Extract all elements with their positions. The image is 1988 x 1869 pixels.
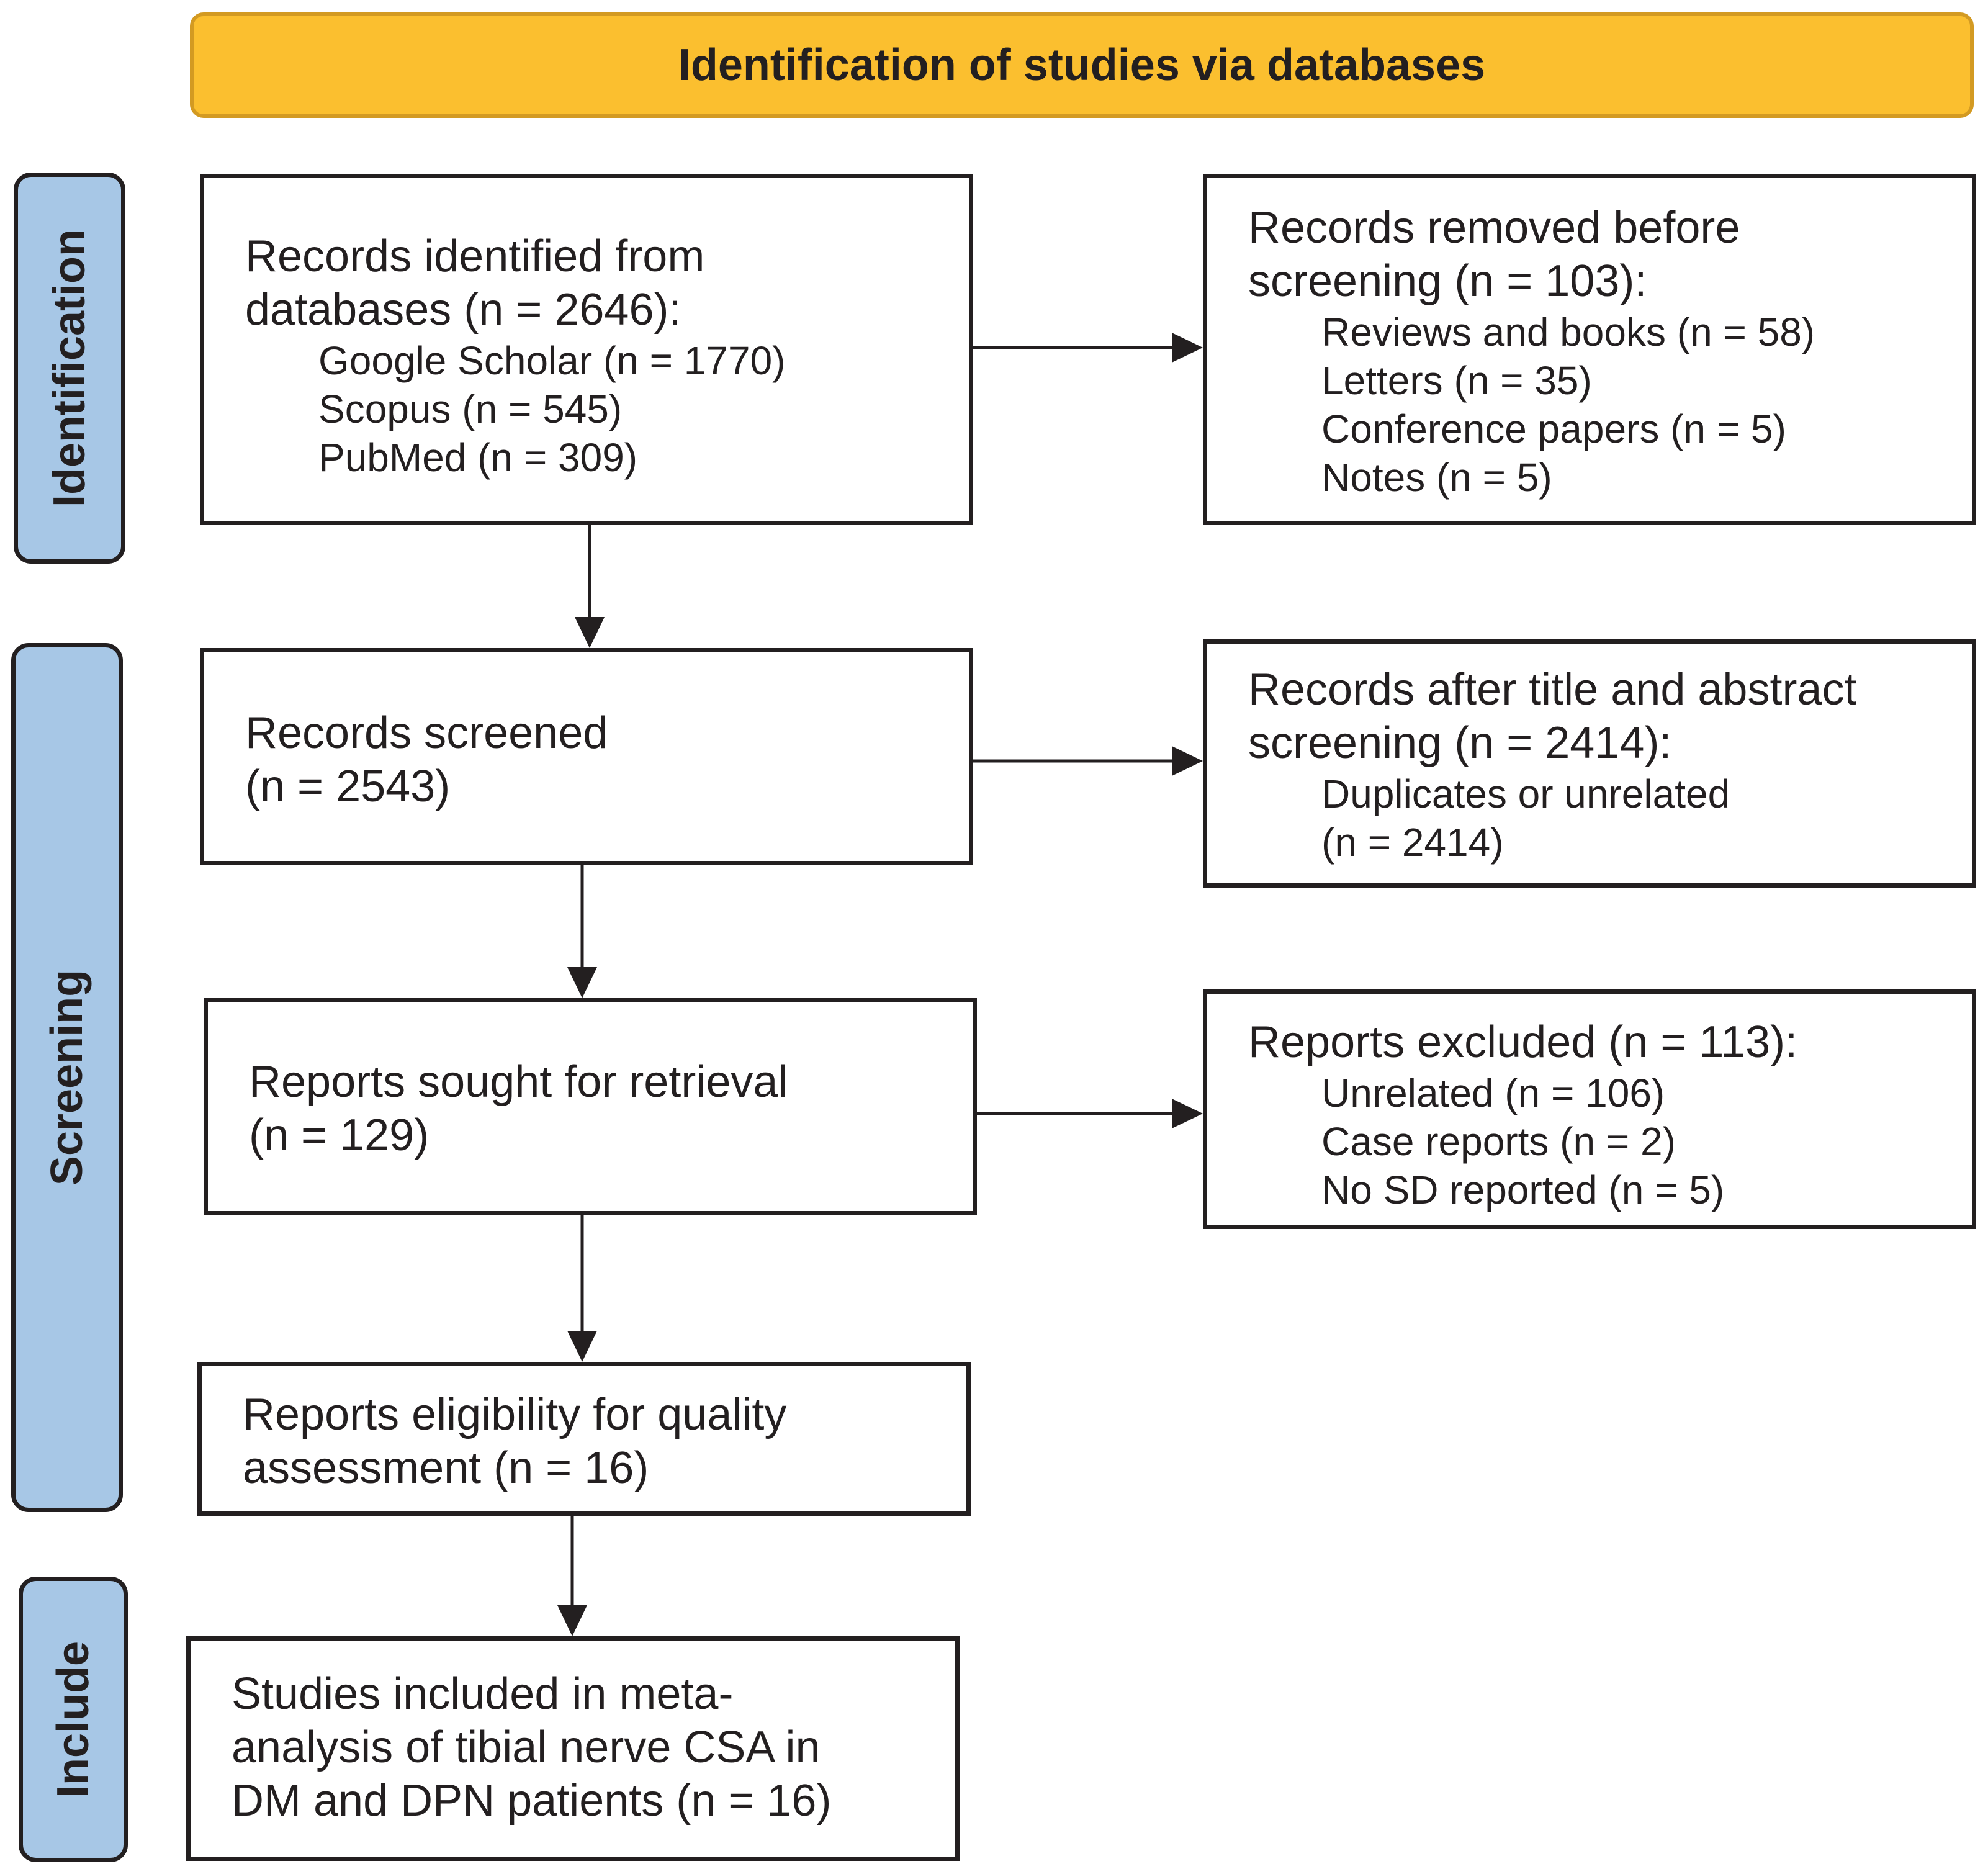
removed-item-conference: Conference papers (n = 5)	[1321, 407, 1786, 451]
eligibility-line-1: Reports eligibility for quality	[243, 1390, 787, 1439]
box-reports-sought: Reports sought for retrieval (n = 129)	[204, 998, 977, 1215]
box-studies-included: Studies included in meta- analysis of ti…	[186, 1636, 960, 1861]
box-reports-eligibility: Reports eligibility for quality assessme…	[197, 1362, 971, 1516]
excluded-line-1: Reports excluded (n = 113):	[1248, 1017, 1798, 1067]
phase-identification: Identification	[14, 173, 125, 564]
arrowhead-screened-to-sought	[567, 967, 597, 998]
after-title-item-duplicates: Duplicates or unrelated	[1321, 772, 1730, 816]
removed-item-notes: Notes (n = 5)	[1321, 455, 1552, 500]
identified-item-scopus: Scopus (n = 545)	[318, 387, 623, 431]
after-title-item-count: (n = 2414)	[1321, 820, 1504, 865]
arrowhead-identified-to-screened	[575, 617, 605, 648]
box-records-identified: Records identified from databases (n = 2…	[200, 174, 973, 525]
arrowhead-sought-to-eligibility	[567, 1331, 597, 1362]
phase-include: Include	[19, 1577, 128, 1862]
removed-item-reviews: Reviews and books (n = 58)	[1321, 310, 1815, 354]
box-records-removed: Records removed before screening (n = 10…	[1203, 174, 1976, 525]
header-banner: Identification of studies via databases	[190, 12, 1974, 118]
box-records-screened: Records screened (n = 2543)	[200, 648, 973, 865]
included-line-2: analysis of tibial nerve CSA in	[232, 1723, 821, 1772]
after-title-line-1: Records after title and abstract	[1248, 665, 1857, 714]
removed-line-1: Records removed before	[1248, 203, 1740, 253]
identified-item-google-scholar: Google Scholar (n = 1770)	[318, 338, 786, 383]
arrowhead-eligibility-to-included	[557, 1605, 587, 1636]
after-title-line-2: screening (n = 2414):	[1248, 718, 1672, 768]
screened-line-2: (n = 2543)	[245, 762, 451, 811]
removed-line-2: screening (n = 103):	[1248, 256, 1647, 306]
box-reports-excluded: Reports excluded (n = 113): Unrelated (n…	[1203, 989, 1976, 1229]
excluded-item-no-sd: No SD reported (n = 5)	[1321, 1168, 1725, 1212]
included-line-3: DM and DPN patients (n = 16)	[232, 1776, 832, 1826]
arrowhead-identified-to-removed	[1172, 333, 1203, 363]
identified-item-pubmed: PubMed (n = 309)	[318, 435, 638, 480]
phase-screening: Screening	[11, 643, 123, 1512]
arrowhead-screened-to-after-title	[1172, 746, 1203, 776]
arrowhead-sought-to-excluded	[1172, 1099, 1203, 1128]
sought-line-1: Reports sought for retrieval	[249, 1057, 788, 1107]
screened-line-1: Records screened	[245, 708, 608, 758]
sought-line-2: (n = 129)	[249, 1110, 430, 1160]
included-line-1: Studies included in meta-	[232, 1669, 734, 1719]
box-records-after-title-abstract: Records after title and abstract screeni…	[1203, 639, 1976, 888]
removed-item-letters: Letters (n = 35)	[1321, 358, 1592, 403]
header-title: Identification of studies via databases	[678, 40, 1486, 90]
excluded-item-unrelated: Unrelated (n = 106)	[1321, 1071, 1665, 1115]
excluded-item-case-reports: Case reports (n = 2)	[1321, 1119, 1676, 1164]
identified-line-2: databases (n = 2646):	[245, 285, 681, 335]
eligibility-line-2: assessment (n = 16)	[243, 1443, 649, 1493]
identified-line-1: Records identified from	[245, 232, 705, 281]
